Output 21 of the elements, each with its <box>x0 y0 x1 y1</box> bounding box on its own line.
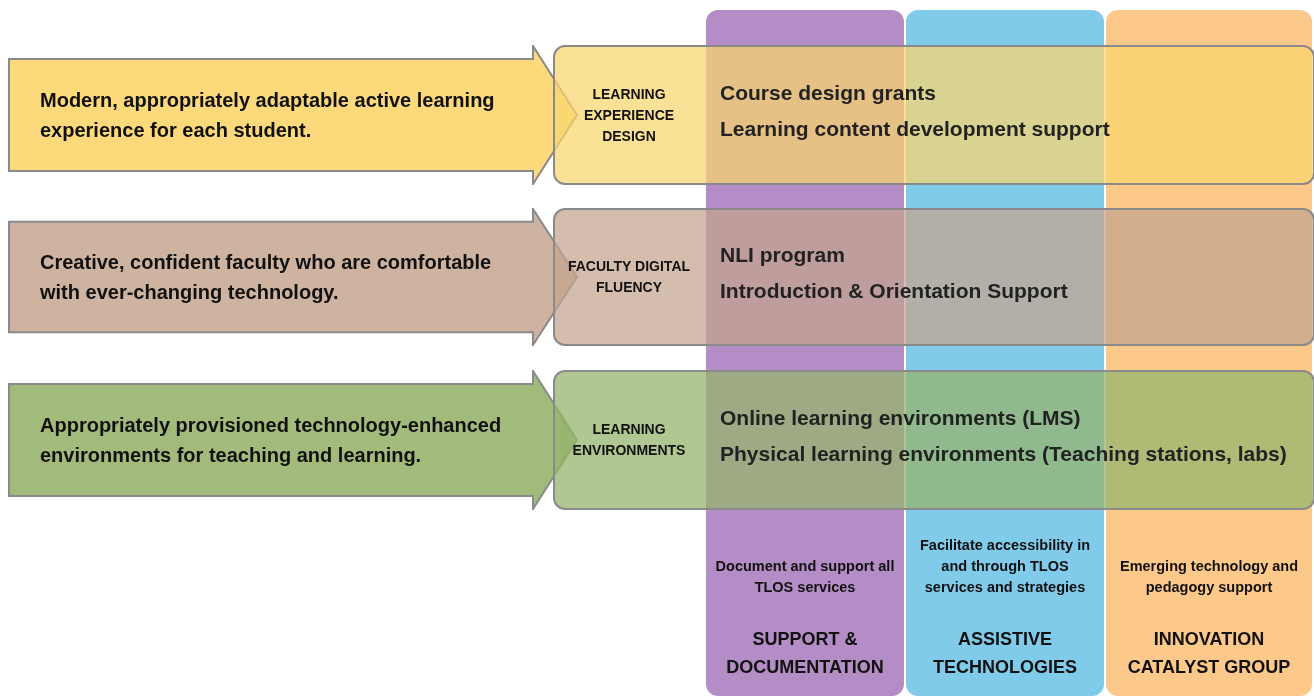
goal-text: Creative, confident faculty who are comfortable with ever-changing technology. <box>40 250 493 305</box>
column-title: SUPPORT & DOCUMENTATION <box>725 628 885 680</box>
service-item: Introduction & Orientation Support <box>720 279 1068 303</box>
goal-text: Appropriately provisioned technology-enhanced environments for teaching and learning. <box>40 413 503 468</box>
service-item: Course design grants <box>720 81 936 105</box>
row-heading: LEARNING EXPERIENCE DESIGN <box>582 84 676 146</box>
row-heading: FACULTY DIGITAL FLUENCY <box>566 257 692 297</box>
service-item: Online learning environments (LMS) <box>720 406 1081 430</box>
column-description: Emerging technology and pedagogy support <box>1118 557 1299 598</box>
row-band <box>553 45 1314 185</box>
column-title: ASSISTIVE TECHNOLOGIES <box>932 628 1078 680</box>
column-description: Facilitate accessibility in and through TLOS services and strategies <box>918 536 1092 598</box>
column-description: Document and support all TLOS services <box>714 557 896 598</box>
column-title: INNOVATION CATALYST GROUP <box>1126 628 1292 680</box>
row-band <box>553 370 1314 510</box>
goal-text: Modern, appropriately adaptable active learning experience for each student. <box>40 88 496 143</box>
service-item: NLI program <box>720 243 845 267</box>
row-heading: LEARNING ENVIRONMENTS <box>571 420 687 460</box>
service-item: Learning content development support <box>720 117 1110 141</box>
row-band <box>553 208 1314 346</box>
service-item: Physical learning environments (Teaching stations, labs) <box>720 442 1287 466</box>
